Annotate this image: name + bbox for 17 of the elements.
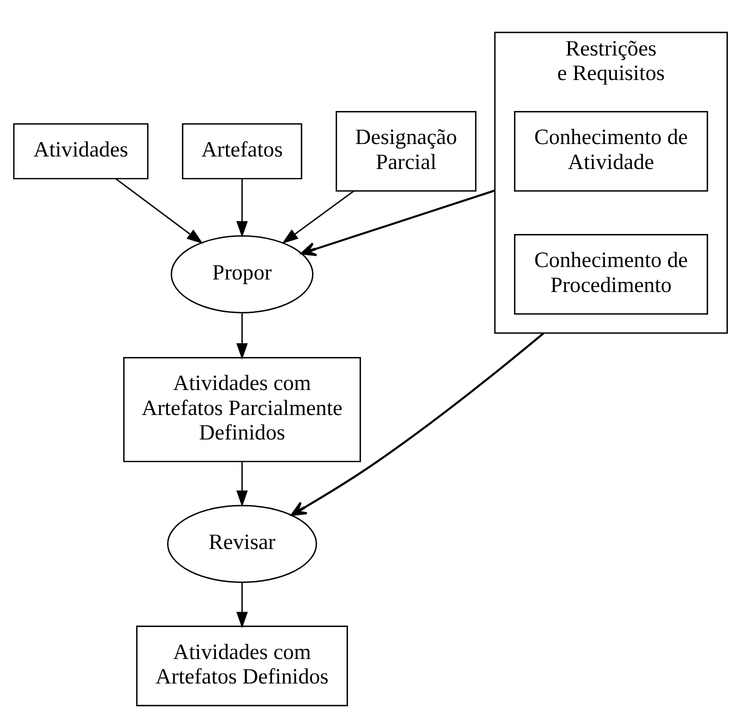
node-box: Atividades com Artefatos Definidos — [136, 625, 348, 706]
arrow — [236, 178, 248, 238]
arrow — [236, 461, 248, 506]
arrow — [115, 178, 204, 244]
node-box: Conhecimento de Atividade — [514, 110, 708, 192]
arrow — [236, 582, 248, 628]
node-box: Atividades com Artefatos Parcialmente Definidos — [123, 356, 361, 462]
node-ellipse: Revisar — [167, 504, 318, 582]
node-ellipse: Propor — [170, 234, 314, 313]
node-box: Artefatos — [182, 122, 302, 179]
arrow — [300, 189, 496, 256]
arrow — [236, 312, 248, 360]
node-box: Designação Parcial — [336, 110, 476, 192]
node-box: Conhecimento de Procedimento — [514, 233, 708, 314]
arrow — [282, 190, 354, 244]
node-box: Atividades — [13, 122, 148, 179]
arrow — [290, 332, 544, 516]
